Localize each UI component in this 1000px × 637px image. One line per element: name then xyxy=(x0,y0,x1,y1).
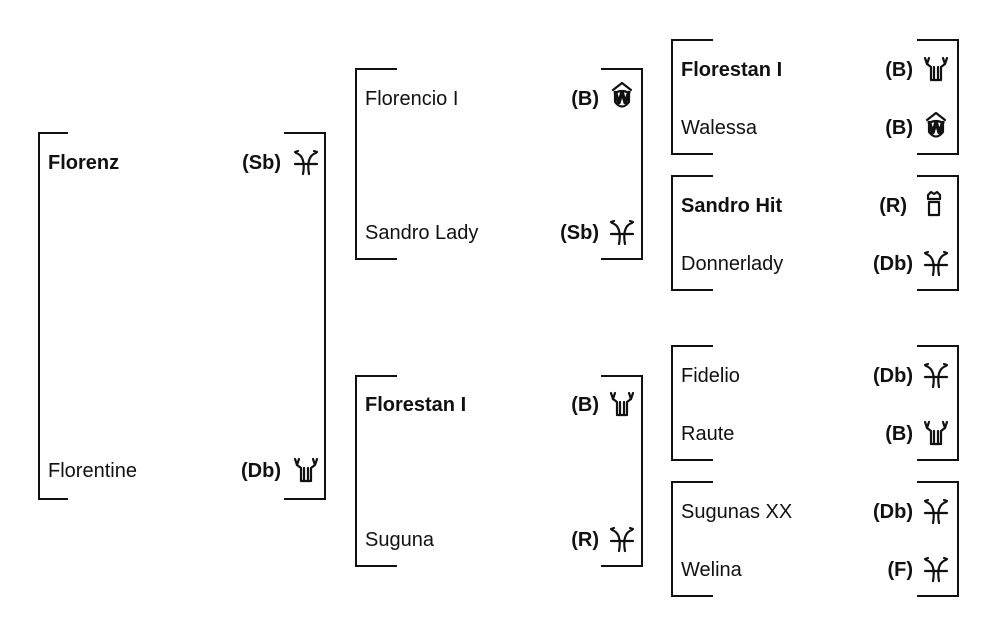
horse-name: Donnerlady xyxy=(681,253,784,275)
westphalian-brand-icon xyxy=(921,418,951,448)
bracket-right-bottom-tick xyxy=(917,289,959,291)
bracket-left-top-tick xyxy=(671,345,713,347)
hanoverian-brand-icon xyxy=(921,496,951,526)
pedigree-box-dam-dam: Sugunas XX (Db) Welina (F) xyxy=(671,481,959,597)
bracket-left-line xyxy=(671,345,673,461)
breed-code: (B) xyxy=(571,394,599,416)
breed-code: (B) xyxy=(885,59,913,81)
bracket-right-top-tick xyxy=(917,39,959,41)
hanoverian-brand-icon xyxy=(921,360,951,390)
horse-name: Florentine xyxy=(48,460,137,482)
breed-code: (F) xyxy=(887,559,913,581)
bracket-left-bottom-tick xyxy=(671,153,713,155)
wuerttemberg-brand-icon xyxy=(607,81,637,111)
bracket-right-line xyxy=(641,375,643,567)
westphalian-brand-icon xyxy=(921,54,951,84)
hanoverian-brand-icon xyxy=(291,147,321,177)
bracket-right-top-tick xyxy=(917,175,959,177)
breed-code: (Db) xyxy=(873,253,913,275)
bracket-right-line xyxy=(957,345,959,461)
bracket-left-top-tick xyxy=(355,68,397,70)
bracket-right-bottom-tick xyxy=(601,565,643,567)
breed-code: (R) xyxy=(571,529,599,551)
breed-code: (Db) xyxy=(873,365,913,387)
bracket-left-line xyxy=(38,132,40,500)
pedigree-box-sire-sire: Florestan I (B) Walessa (B) xyxy=(671,39,959,155)
bracket-right-bottom-tick xyxy=(284,498,326,500)
bracket-left-line xyxy=(355,375,357,567)
bracket-left-top-tick xyxy=(671,175,713,177)
bracket-left-line xyxy=(355,68,357,260)
hanoverian-brand-icon xyxy=(607,217,637,247)
bracket-right-top-tick xyxy=(601,375,643,377)
horse-name: Sandro Hit xyxy=(681,195,783,217)
pedigree-box-dam-sire: Fidelio (Db) Raute (B) xyxy=(671,345,959,461)
bracket-left-top-tick xyxy=(38,132,68,134)
breed-code: (Sb) xyxy=(242,152,281,174)
bracket-right-top-tick xyxy=(917,481,959,483)
bracket-left-bottom-tick xyxy=(671,459,713,461)
pedigree-box-subject: Florenz (Sb) Florentine (Db) xyxy=(38,132,326,500)
bracket-left-bottom-tick xyxy=(671,289,713,291)
breed-code: (B) xyxy=(571,88,599,110)
bracket-left-bottom-tick xyxy=(355,565,397,567)
oldenburg-brand-icon xyxy=(919,189,949,219)
bracket-left-top-tick xyxy=(671,481,713,483)
hanoverian-brand-icon xyxy=(607,524,637,554)
bracket-right-line xyxy=(957,39,959,155)
horse-name: Sugunas XX xyxy=(681,501,793,523)
bracket-left-line xyxy=(671,175,673,291)
bracket-left-bottom-tick xyxy=(355,258,397,260)
hanoverian-brand-icon xyxy=(921,554,951,584)
bracket-right-line xyxy=(957,175,959,291)
bracket-right-top-tick xyxy=(601,68,643,70)
horse-name: Walessa xyxy=(681,117,757,139)
bracket-right-bottom-tick xyxy=(601,258,643,260)
bracket-right-top-tick xyxy=(917,345,959,347)
breed-code: (B) xyxy=(885,423,913,445)
horse-name: Welina xyxy=(681,559,742,581)
bracket-left-bottom-tick xyxy=(671,595,713,597)
westphalian-brand-icon xyxy=(607,389,637,419)
bracket-right-line xyxy=(324,132,326,500)
horse-name: Fidelio xyxy=(681,365,740,387)
bracket-right-bottom-tick xyxy=(917,595,959,597)
breed-code: (B) xyxy=(885,117,913,139)
bracket-right-bottom-tick xyxy=(917,459,959,461)
bracket-left-top-tick xyxy=(355,375,397,377)
wuerttemberg-brand-icon xyxy=(921,111,951,141)
bracket-right-line xyxy=(641,68,643,260)
bracket-left-line xyxy=(671,39,673,155)
horse-name: Florestan I xyxy=(681,59,783,81)
horse-name: Florencio I xyxy=(365,88,459,110)
horse-name: Suguna xyxy=(365,529,434,551)
bracket-left-bottom-tick xyxy=(38,498,68,500)
horse-name: Raute xyxy=(681,423,735,445)
breed-code: (Db) xyxy=(873,501,913,523)
horse-name: Florenz xyxy=(48,152,120,174)
pedigree-box-sire: Florencio I (B) Sandro Lady (Sb) xyxy=(355,68,643,260)
breed-code: (Sb) xyxy=(560,222,599,244)
bracket-left-top-tick xyxy=(671,39,713,41)
bracket-right-top-tick xyxy=(284,132,326,134)
bracket-right-line xyxy=(957,481,959,597)
breed-code: (R) xyxy=(879,195,907,217)
bracket-right-bottom-tick xyxy=(917,153,959,155)
horse-name: Sandro Lady xyxy=(365,222,479,244)
pedigree-box-sire-dam: Sandro Hit (R) Donnerlady (Db) xyxy=(671,175,959,291)
breed-code: (Db) xyxy=(241,460,281,482)
horse-name: Florestan I xyxy=(365,394,467,416)
pedigree-box-dam: Florestan I (B) Suguna (R) xyxy=(355,375,643,567)
hanoverian-brand-icon xyxy=(921,248,951,278)
westphalian-brand-icon xyxy=(291,455,321,485)
bracket-left-line xyxy=(671,481,673,597)
